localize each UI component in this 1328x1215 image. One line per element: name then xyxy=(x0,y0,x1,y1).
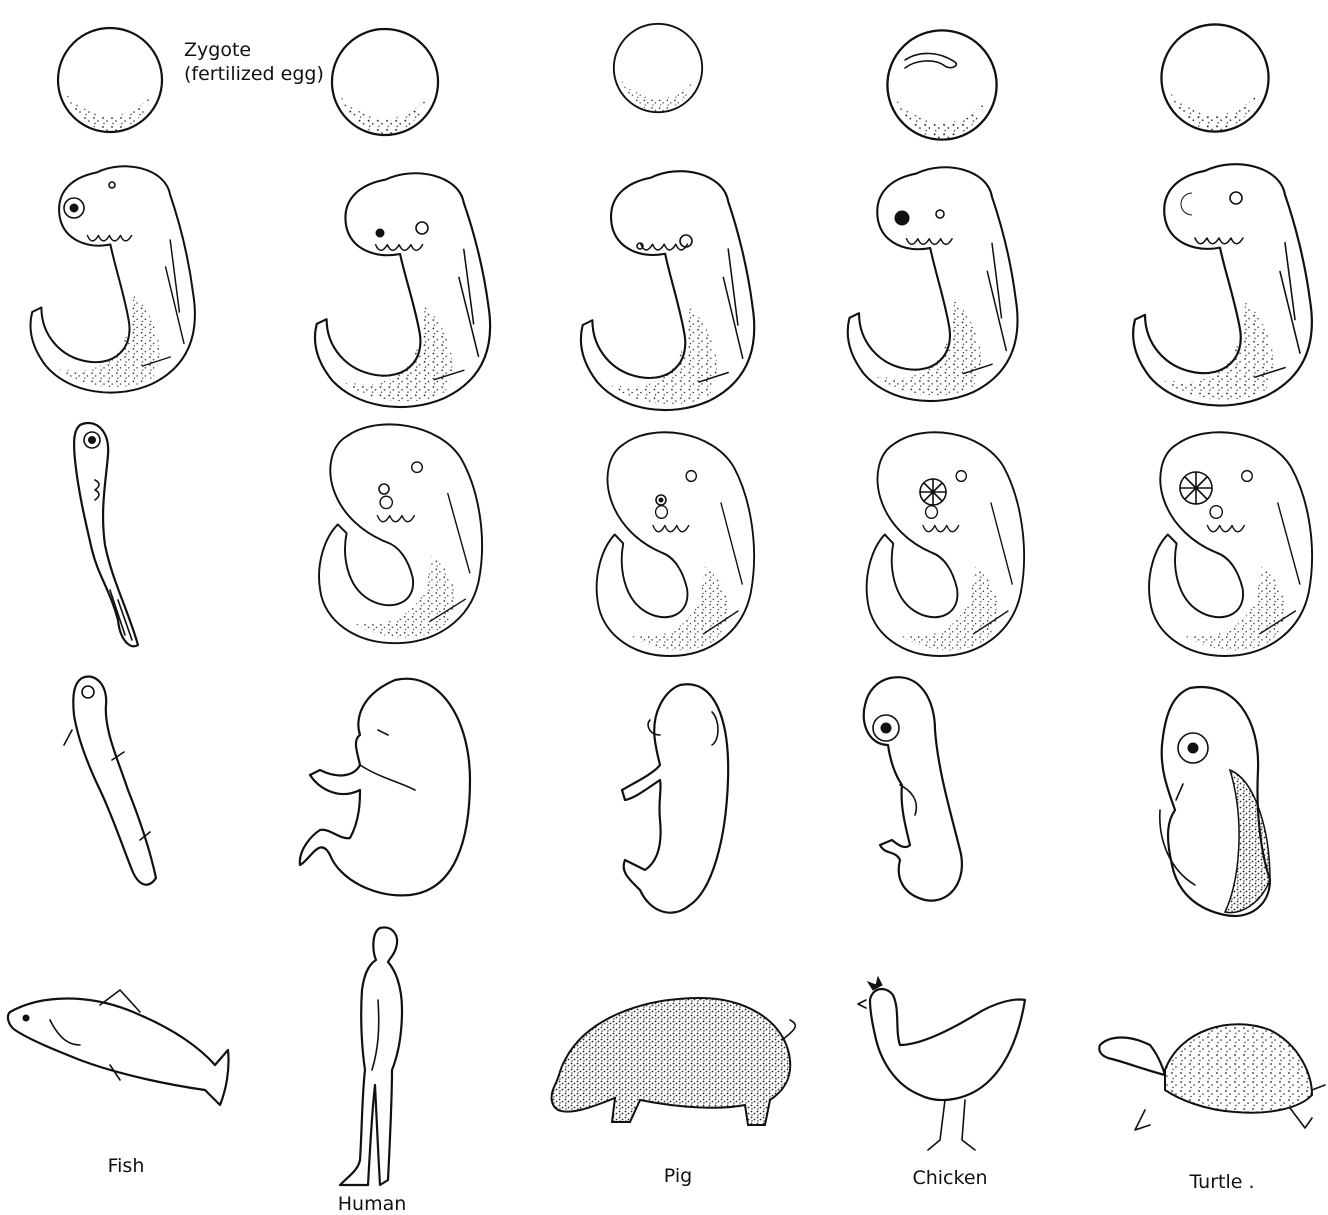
caption-human: Human xyxy=(338,1193,407,1215)
early-embryo-pig xyxy=(581,171,754,410)
zygote-label-line2: (fertilized egg) xyxy=(184,63,324,85)
caption-fish: Fish xyxy=(108,1155,145,1177)
adult-fish-drawing xyxy=(8,990,229,1105)
zygote-label-line1: Zygote xyxy=(184,39,251,61)
caption-chicken: Chicken xyxy=(912,1167,987,1189)
early-embryo-chicken xyxy=(848,167,1018,401)
zygote-pig xyxy=(614,24,702,112)
adult-human-drawing xyxy=(340,927,402,1185)
mid-embryo-human xyxy=(319,424,482,643)
mid-embryo-pig xyxy=(597,432,754,656)
adult-pig-drawing xyxy=(552,998,796,1125)
mid-embryo-fish xyxy=(74,423,138,646)
caption-turtle: Turtle . xyxy=(1188,1171,1254,1193)
caption-pig: Pig xyxy=(664,1165,692,1187)
late-embryo-turtle xyxy=(1160,687,1270,916)
zygote-turtle xyxy=(1161,24,1268,131)
adult-turtle-drawing xyxy=(1099,1024,1325,1130)
early-embryo-turtle xyxy=(1133,164,1312,405)
late-embryo-fish xyxy=(64,677,156,885)
late-embryo-chicken xyxy=(864,677,962,900)
zygote-fish xyxy=(58,28,162,132)
early-embryo-human xyxy=(315,173,490,407)
zygote-chicken xyxy=(887,30,996,139)
mid-embryo-turtle xyxy=(1149,432,1312,656)
zygote-human xyxy=(332,29,438,135)
mid-embryo-chicken xyxy=(867,432,1024,656)
late-embryo-human xyxy=(300,679,470,896)
late-embryo-pig xyxy=(622,684,728,912)
early-embryo-fish xyxy=(30,166,194,392)
adult-chicken-drawing xyxy=(858,977,1025,1150)
